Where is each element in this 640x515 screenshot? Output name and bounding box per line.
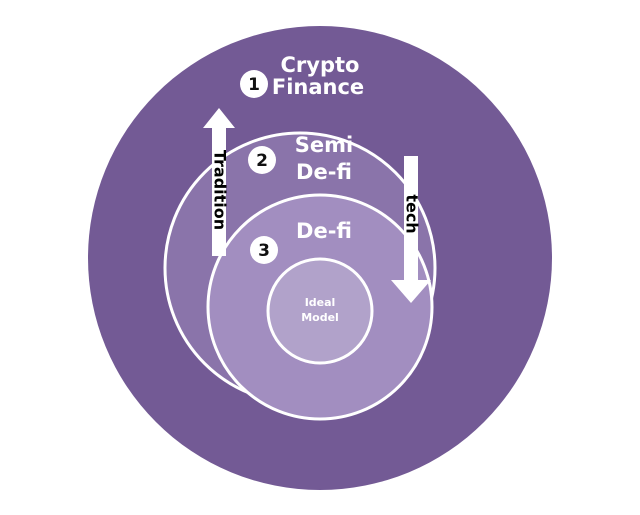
ring-1-label-group: 1 Crypto Finance [240, 53, 364, 99]
ring-3-label-group: 3 De-fi [250, 219, 352, 264]
down-arrow: tech [391, 156, 431, 303]
up-arrow: Tradition [203, 108, 235, 256]
core-label-group: Ideal Model [301, 296, 339, 324]
ring-2-label-group: 2 Semi De-fi [248, 133, 353, 184]
core-ideal-model [266, 257, 374, 365]
up-arrow-label: Tradition [211, 150, 230, 230]
ring-1-title-line2: Finance [272, 75, 364, 99]
number-badge-2 [248, 146, 276, 174]
ring-1-title-line1: Crypto [281, 53, 360, 77]
ring-2-title-line2: De-fi [296, 160, 352, 184]
number-1: 1 [248, 75, 260, 95]
core-title-line1: Ideal [305, 296, 336, 309]
ring-3-title: De-fi [296, 219, 352, 243]
number-badge-3 [250, 236, 278, 264]
number-badge-1 [240, 70, 268, 98]
number-2: 2 [256, 151, 268, 171]
core-title-line2: Model [301, 311, 339, 324]
down-arrow-label: tech [403, 194, 422, 233]
number-3: 3 [258, 241, 270, 261]
ring-2-title-line1: Semi [295, 133, 353, 157]
